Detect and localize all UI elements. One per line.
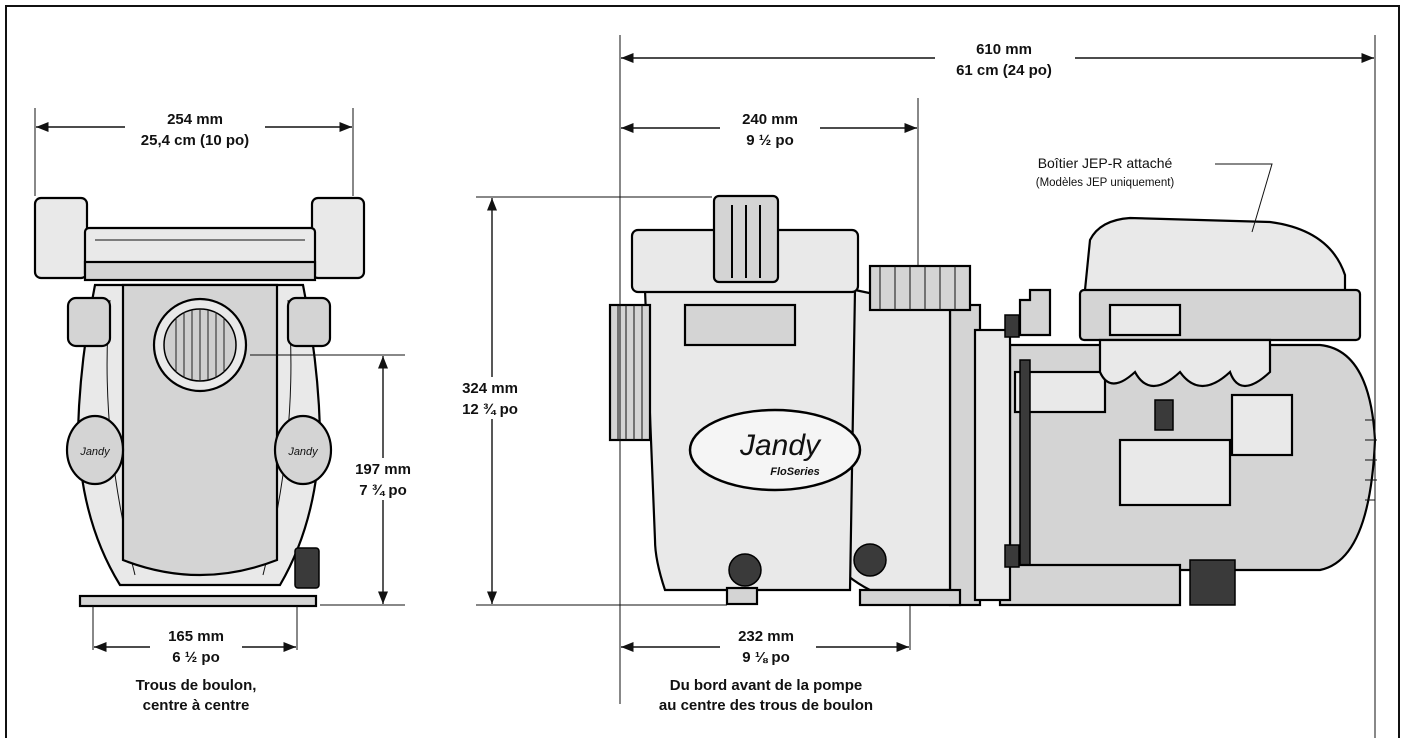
side-bolt-imperial: 9 ⅛ po bbox=[742, 649, 790, 666]
front-height-mm: 197 mm bbox=[355, 461, 411, 478]
front-width-dimension: 254 mm 25,4 cm (10 po) bbox=[34, 108, 354, 196]
front-bolt-mm: 165 mm bbox=[168, 628, 224, 645]
side-bolt-mm: 232 mm bbox=[738, 628, 794, 645]
front-bolt-caption-2: centre à centre bbox=[143, 697, 250, 714]
frame-border bbox=[5, 5, 1400, 743]
front-width-imperial: 25,4 cm (10 po) bbox=[141, 132, 249, 149]
front-width-mm: 254 mm bbox=[167, 111, 223, 128]
front-bolt-imperial: 6 ½ po bbox=[172, 649, 220, 666]
side-total-mm: 610 mm bbox=[976, 41, 1032, 58]
side-bolt-dimension: 232 mm 9 ⅛ po Du bord avant de la pompe … bbox=[621, 606, 911, 714]
jep-r-callout: Boîtier JEP-R attaché (Modèles JEP uniqu… bbox=[1036, 155, 1273, 233]
side-total-dimension: 610 mm 61 cm (24 po) bbox=[619, 35, 1376, 738]
side-height-dimension: 324 mm 12 ¾ po bbox=[448, 196, 727, 606]
callout-title: Boîtier JEP-R attaché bbox=[1038, 155, 1173, 171]
front-bolt-caption-1: Trous de boulon, bbox=[136, 677, 257, 694]
front-bolt-dimension: 165 mm 6 ½ po Trous de boulon, centre à … bbox=[92, 606, 298, 714]
side-total-imperial: 61 cm (24 po) bbox=[956, 62, 1052, 79]
front-height-imperial: 7 ¾ po bbox=[359, 482, 407, 499]
side-pot-imperial: 9 ½ po bbox=[746, 132, 794, 149]
side-pot-mm: 240 mm bbox=[742, 111, 798, 128]
side-view-pump: Jandy FloSeries bbox=[608, 194, 1377, 607]
svg-text:Jandy: Jandy bbox=[287, 446, 319, 458]
side-pot-dimension: 240 mm 9 ½ po bbox=[621, 98, 919, 265]
side-bolt-caption-2: au centre des trous de boulon bbox=[659, 697, 873, 714]
jandy-logo-text: Jandy bbox=[739, 429, 822, 462]
floseries-logo-text: FloSeries bbox=[770, 466, 820, 478]
front-view-pump: Jandy Jandy bbox=[33, 196, 366, 608]
side-height-mm: 324 mm bbox=[462, 380, 518, 397]
front-height-dimension: 197 mm 7 ¾ po bbox=[250, 354, 425, 606]
svg-text:Jandy: Jandy bbox=[79, 446, 111, 458]
side-height-imperial: 12 ¾ po bbox=[462, 401, 518, 418]
callout-subtitle: (Modèles JEP uniquement) bbox=[1036, 177, 1175, 189]
side-bolt-caption-1: Du bord avant de la pompe bbox=[670, 677, 863, 694]
